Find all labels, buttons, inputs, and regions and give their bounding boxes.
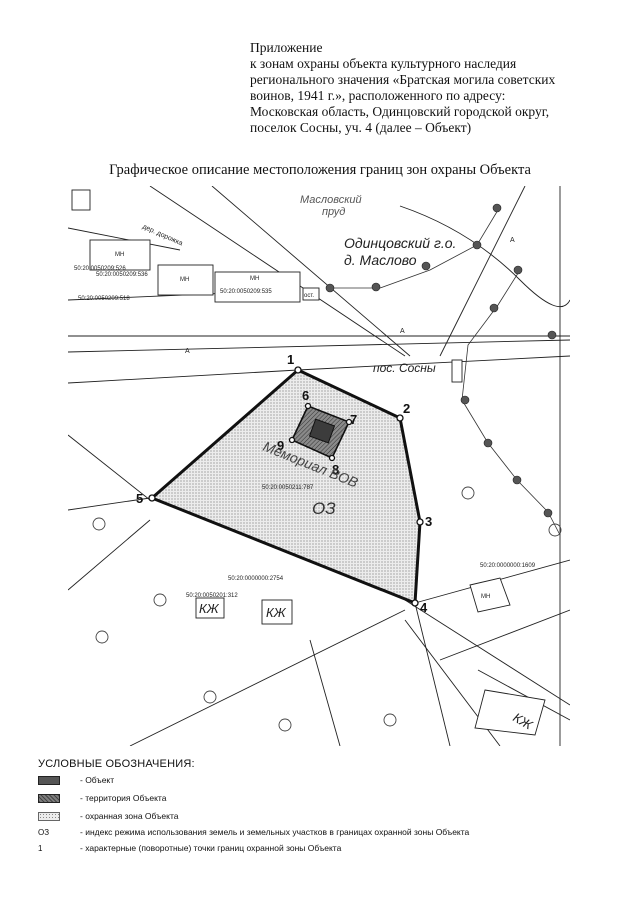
object [308,418,336,444]
point-label: 8 [332,462,339,477]
district-label: Одинцовский г.о. [344,235,456,251]
zone-index-label: ОЗ [312,499,336,518]
land-use-label: А [185,348,190,355]
protection-zone [149,368,422,606]
point-label: 1 [287,352,294,367]
building-label: МН [481,594,490,600]
point-label: 3 [425,514,432,529]
legend-swatch [38,793,60,803]
header-line: поселок Сосны, уч. 4 (далее – Объект) [250,120,472,135]
legend-item-territory: - территория Объекта [38,791,166,805]
header-line: воинов, 1941 г.», расположенного по адре… [250,88,506,103]
legend-text: - территория Объекта [80,793,167,803]
boundary-points [148,366,424,607]
land-use-label: А [510,237,515,244]
point-label: 9 [277,438,284,453]
village-label: д. Маслово [344,252,417,268]
point-label: 7 [350,412,357,427]
header-line: регионального значения «Братская могила … [250,72,556,87]
stop-label: ост. [304,293,314,299]
settlement-label: пос. Сосны [373,361,436,375]
cadastral-label: 50:20:0050209:526 [74,266,126,272]
header-line: Московская область, Одинцовский городско… [250,104,550,119]
legend-item-zone-index: ОЗ - индекс режима использования земель … [38,825,469,839]
buildings [71,189,546,736]
appendix-header: Приложение к зонам охраны объекта культу… [250,40,630,136]
residential-label: КЖ [266,605,287,620]
legend-swatch [38,811,60,821]
legend-text: - характерные (поворотные) точки границ … [80,843,342,853]
cadastral-label: 50:20:0050211:787 [262,485,314,491]
pond-label: Масловский [300,194,362,206]
point-label: 4 [420,600,428,615]
cadastral-label: 50:20:0000000:1609 [480,563,536,569]
legend-item-object: - Объект [38,773,114,787]
residential-block [195,597,225,619]
cadastral-label: 50:20:0050209:518 [78,296,130,302]
power-line [325,203,561,536]
point-label: 2 [403,401,410,416]
cadastral-label: 50:20:0000000:2754 [228,576,284,582]
map-title: Графическое описание местоположения гран… [109,162,531,178]
base-map [68,186,570,746]
pond-label: пруд [322,206,345,218]
residential-block [261,599,293,625]
legend-swatch [38,775,60,785]
land-use-label: А [400,328,405,335]
cadastral-label: 50:20:0050209:536 [96,272,148,278]
legend-text: - индекс режима использования земель и з… [80,827,470,837]
building-label: МН [115,252,124,258]
legend-title: УСЛОВНЫЕ ОБОЗНАЧЕНИЯ: [38,758,195,770]
road-lines [68,186,570,746]
legend-item-points: 1 - характерные (поворотные) точки грани… [38,841,341,855]
header-line: к зонам охраны объекта культурного насле… [250,56,517,71]
point-label: 6 [302,388,309,403]
header-line: Приложение [250,40,323,55]
legend-text: - Объект [80,775,115,785]
building-label: МН [180,277,189,283]
cadastral-label: 50:20:0050209:535 [220,289,272,295]
point-label: 5 [136,491,143,506]
legend-item-zone: - охранная зона Объекта [38,809,179,823]
legend-symbol: 1 [38,843,43,853]
cadastral-label: 50:20:0050201:312 [186,593,238,599]
legend-symbol: ОЗ [38,827,50,837]
building-label: МН [250,276,259,282]
legend-text: - охранная зона Объекта [80,811,179,821]
residential-label: КЖ [199,601,220,616]
